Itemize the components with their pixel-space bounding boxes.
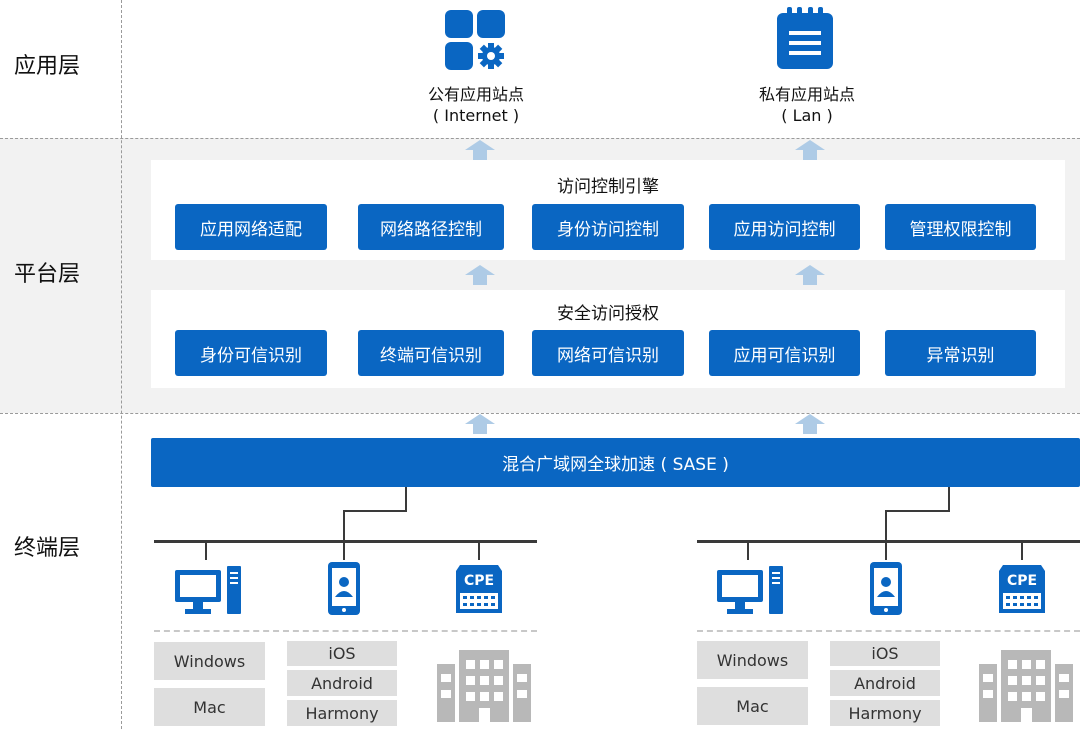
os-ios: iOS bbox=[830, 641, 940, 666]
cpe-router-icon: CPE bbox=[454, 563, 504, 615]
os-android: Android bbox=[830, 670, 940, 696]
private-site-label: 私有应用站点 ( Lan ) bbox=[707, 84, 907, 126]
os-windows: Windows bbox=[154, 642, 265, 680]
engine-item-admin-permission-control[interactable]: 管理权限控制 bbox=[885, 204, 1036, 250]
engine-item-app-network-adapt[interactable]: 应用网络适配 bbox=[175, 204, 327, 250]
connector-line bbox=[343, 510, 345, 541]
layer-label-terminal: 终端层 bbox=[14, 536, 81, 561]
auth-item-anomaly-detect[interactable]: 异常识别 bbox=[885, 330, 1036, 376]
public-site-label: 公有应用站点 ( Internet ) bbox=[376, 84, 576, 126]
office-building-icon bbox=[979, 650, 1073, 722]
document-list-icon bbox=[775, 5, 835, 71]
cpe-router-icon: CPE bbox=[997, 563, 1047, 615]
private-site-sub: ( Lan ) bbox=[781, 106, 833, 125]
connector-line bbox=[885, 510, 950, 512]
os-harmony: Harmony bbox=[830, 700, 940, 726]
apps-gear-icon bbox=[443, 8, 509, 72]
auth-item-network-trust[interactable]: 网络可信识别 bbox=[532, 330, 684, 376]
connector-line bbox=[1021, 542, 1023, 560]
up-arrow-icon bbox=[465, 140, 495, 164]
private-site-name: 私有应用站点 bbox=[758, 85, 855, 104]
mobile-phone-icon bbox=[869, 561, 903, 616]
connector-line bbox=[478, 542, 480, 560]
desktop-computer-icon bbox=[715, 564, 785, 616]
engine-item-network-path-control[interactable]: 网络路径控制 bbox=[358, 204, 504, 250]
auth-item-identity-trust[interactable]: 身份可信识别 bbox=[175, 330, 327, 376]
up-arrow-icon bbox=[795, 414, 825, 438]
network-bus-left bbox=[154, 540, 537, 543]
os-mac: Mac bbox=[154, 688, 265, 726]
layer-label-application: 应用层 bbox=[14, 54, 81, 79]
connector-line bbox=[405, 487, 407, 511]
layer-divider-bottom bbox=[0, 413, 1080, 414]
up-arrow-icon bbox=[795, 140, 825, 164]
layer-divider-top bbox=[0, 138, 1080, 139]
connector-line bbox=[885, 542, 887, 560]
os-harmony: Harmony bbox=[287, 700, 397, 726]
os-ios: iOS bbox=[287, 641, 397, 666]
public-site-sub: ( Internet ) bbox=[432, 106, 520, 125]
cpe-text: CPE bbox=[464, 573, 494, 589]
cpe-text: CPE bbox=[1007, 573, 1037, 589]
auth-title: 安全访问授权 bbox=[557, 304, 659, 324]
connector-line bbox=[885, 510, 887, 541]
connector-line bbox=[205, 542, 207, 560]
os-android: Android bbox=[287, 670, 397, 696]
office-building-icon bbox=[437, 650, 531, 722]
connector-line bbox=[948, 487, 950, 511]
up-arrow-icon bbox=[465, 265, 495, 289]
security-access-auth-panel: 安全访问授权 身份可信识别 终端可信识别 网络可信识别 应用可信识别 异常识别 bbox=[151, 290, 1065, 388]
mobile-phone-icon bbox=[327, 561, 361, 616]
layer-label-divider bbox=[121, 0, 122, 729]
connector-line bbox=[343, 542, 345, 560]
layer-label-platform: 平台层 bbox=[14, 262, 81, 287]
up-arrow-icon bbox=[795, 265, 825, 289]
up-arrow-icon bbox=[465, 414, 495, 438]
desktop-computer-icon bbox=[173, 564, 243, 616]
access-control-engine-panel: 访问控制引擎 应用网络适配 网络路径控制 身份访问控制 应用访问控制 管理权限控… bbox=[151, 160, 1065, 260]
connector-line bbox=[747, 542, 749, 560]
os-windows: Windows bbox=[697, 641, 808, 679]
sase-bar[interactable]: 混合广域网全球加速 ( SASE ) bbox=[151, 438, 1080, 487]
auth-item-terminal-trust[interactable]: 终端可信识别 bbox=[358, 330, 504, 376]
engine-title: 访问控制引擎 bbox=[557, 177, 659, 197]
engine-item-app-access-control[interactable]: 应用访问控制 bbox=[709, 204, 860, 250]
dotted-separator bbox=[154, 630, 537, 632]
connector-line bbox=[343, 510, 407, 512]
os-mac: Mac bbox=[697, 687, 808, 725]
network-bus-right bbox=[697, 540, 1080, 543]
engine-item-identity-access-control[interactable]: 身份访问控制 bbox=[532, 204, 684, 250]
public-site-name: 公有应用站点 bbox=[427, 85, 524, 104]
auth-item-app-trust[interactable]: 应用可信识别 bbox=[709, 330, 860, 376]
dotted-separator bbox=[697, 630, 1080, 632]
